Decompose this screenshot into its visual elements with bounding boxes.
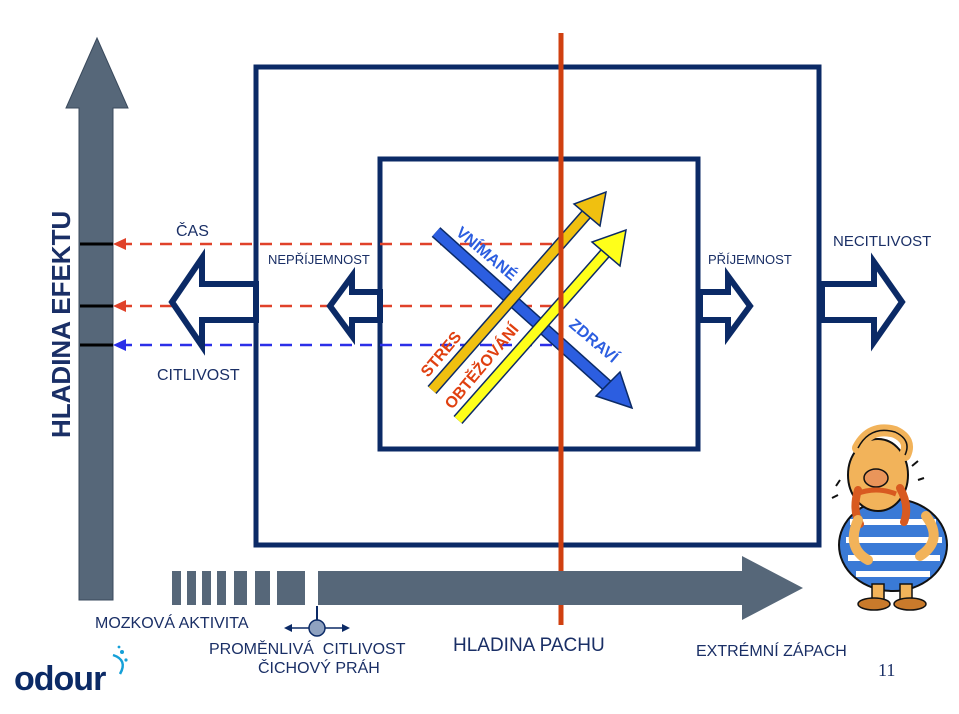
middle-dashed-arrowhead [113, 300, 126, 312]
annoyance-arrow-fill [454, 247, 612, 423]
odour-logo: odour [14, 645, 128, 698]
stress-arrow-fill [428, 207, 594, 393]
annoyance-arrowhead [590, 228, 627, 268]
page-number: 11 [878, 660, 895, 680]
odour-logo-swoosh [112, 653, 125, 675]
sensitivity-label: CITLIVOST [157, 367, 240, 384]
odour-logo-wordmark: odour [14, 660, 106, 698]
odour-threshold-label: ČICHOVÝ PRÁH [258, 658, 380, 677]
perceived-health-arrowhead [594, 370, 634, 410]
right-inner-hollow-arrow [697, 266, 754, 346]
extreme-stench-label: EXTRÉMNÍ ZÁPACH [696, 641, 847, 660]
brain-activity-bar-1 [172, 571, 181, 605]
brain-activity-bar-2 [187, 571, 196, 605]
variable-sensitivity-left-arrowhead [284, 624, 292, 632]
odour-logo-dot-2 [124, 658, 128, 662]
left-inner-hollow-arrow [326, 266, 383, 346]
brain-activity-label: MOZKOVÁ AKTIVITA [95, 613, 249, 632]
sensitivity-dashed-arrowhead [113, 339, 126, 351]
brain-activity-bar-6 [255, 571, 270, 605]
odour-logo-dot-1 [120, 650, 124, 654]
brain-activity-bar-7 [277, 571, 305, 605]
odour-level-label: HLADINA PACHU [453, 635, 605, 656]
brain-activity-bar-3 [202, 571, 211, 605]
pleasantness-label: PŘÍJEMNOST [708, 252, 792, 267]
right-outer-hollow-arrow [819, 252, 906, 352]
odour-level-horizontal-arrow [318, 556, 803, 620]
odour-logo-dot-3 [117, 645, 121, 649]
brain-activity-bar-4 [217, 571, 226, 605]
perceived-health-arrow-fill [432, 228, 616, 394]
effect-level-axis-arrow [65, 36, 129, 601]
stress-arrowhead [572, 190, 607, 228]
odour-threshold-marker [308, 619, 326, 637]
time-dashed-arrowhead [113, 238, 126, 250]
time-label: ČAS [176, 221, 209, 240]
brain-activity-bar-5 [234, 571, 247, 605]
disgusted-cartoon-character-illustration [831, 424, 948, 611]
unpleasantness-label: NEPŘÍJEMNOST [268, 252, 370, 267]
insensitivity-label: NECITLIVOST [833, 233, 931, 250]
variable-sensitivity-right-arrowhead [342, 624, 350, 632]
variable-sensitivity-label: PROMĚNLIVÁ CITLIVOST [209, 639, 406, 658]
left-outer-hollow-arrow [168, 248, 259, 356]
inner-box [377, 156, 701, 452]
effect-level-axis-label: HLADINA EFEKTU [46, 211, 76, 438]
